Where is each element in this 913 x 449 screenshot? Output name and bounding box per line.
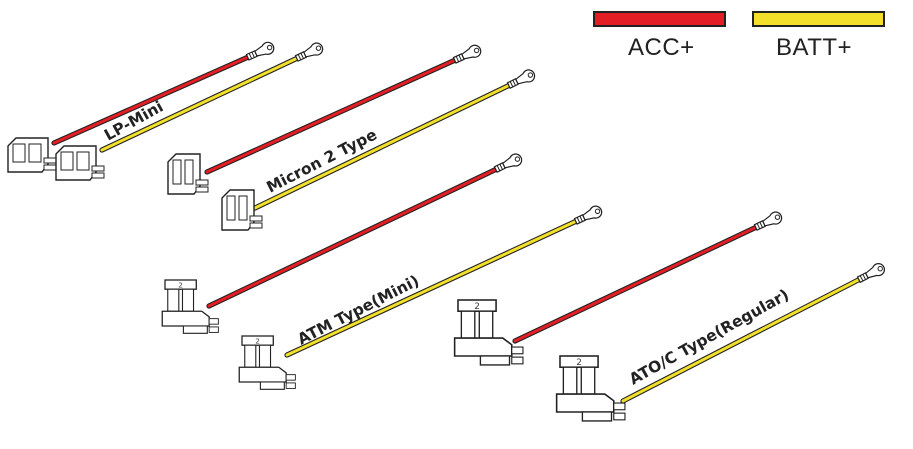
micron-yellow-wire — [252, 69, 536, 211]
micron-yellow-wire-terminal — [506, 69, 536, 89]
ato-tap-acc-slot-number: 2 — [474, 302, 480, 312]
ato-yellow-wire-terminal — [856, 263, 885, 284]
batt-legend-label: BATT+ — [776, 34, 853, 61]
ato-tap-batt: 2 — [555, 355, 626, 422]
lp-mini-yellow-wire-terminal — [294, 42, 324, 62]
fuse-taps-layer: 2 2 2 2 — [7, 137, 626, 422]
atm-yellow-wire — [284, 205, 603, 358]
atm-red-wire — [206, 153, 523, 309]
lp-mini-yellow-wire — [99, 42, 324, 153]
atm-tap-acc: 2 — [161, 279, 219, 334]
acc-legend-label: ACC+ — [628, 34, 695, 61]
micron-tap-acc — [167, 153, 209, 195]
atm-tap-batt-slot-number: 2 — [255, 336, 260, 345]
ato-red-wire — [512, 211, 783, 344]
labels-layer: LP-Mini Micron 2 Type ATM Type(Mini) ATO… — [101, 97, 792, 388]
micron-red-wire-terminal — [452, 44, 482, 64]
ato-tap-acc: 2 — [453, 299, 524, 366]
atm-type-mini-label: ATM Type(Mini) — [295, 272, 422, 349]
ato-red-wire-terminal — [753, 211, 783, 231]
ato-tap-batt-slot-number: 2 — [576, 358, 582, 368]
acc-legend-swatch — [593, 11, 726, 27]
lp-mini-tap-acc — [7, 137, 57, 173]
lp-mini-red-wire — [51, 41, 275, 146]
atm-yellow-wire-terminal — [573, 205, 603, 225]
ato-c-type-regular-label: ATO/C Type(Regular) — [626, 286, 792, 389]
micron-red-wire — [204, 44, 482, 175]
micron-tap-batt — [221, 189, 263, 231]
ato-yellow-wire — [620, 263, 885, 404]
atm-tap-batt: 2 — [238, 335, 296, 390]
atm-red-wire-terminal — [493, 153, 523, 173]
lp-mini-tap-batt — [55, 145, 105, 181]
batt-legend-swatch — [752, 11, 885, 27]
atm-tap-acc-slot-number: 2 — [178, 280, 183, 289]
lp-mini-red-wire-terminal — [245, 41, 275, 61]
wires-layer — [51, 41, 885, 404]
